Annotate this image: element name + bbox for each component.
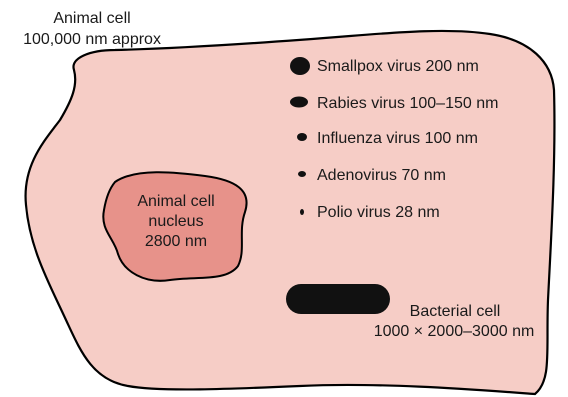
cell-size: 100,000 nm approx (23, 31, 161, 48)
virus-label-adenovirus: Adenovirus 70 nm (317, 167, 446, 184)
polio-virus-icon (300, 209, 304, 215)
smallpox-virus-icon (290, 57, 310, 75)
virus-label-smallpox: Smallpox virus 200 nm (317, 58, 479, 75)
bacterial-cell-label-line1: Bacterial cell (410, 303, 501, 320)
cell-title: Animal cell (53, 10, 130, 27)
virus-label-rabies: Rabies virus 100–150 nm (317, 95, 498, 112)
virus-label-polio: Polio virus 28 nm (317, 204, 440, 221)
influenza-virus-icon (297, 133, 307, 141)
virus-label-influenza: Influenza virus 100 nm (317, 130, 478, 147)
bacterial-cell-icon (286, 284, 390, 314)
bacterial-cell-label-line2: 1000 × 2000–3000 nm (374, 323, 535, 340)
rabies-virus-icon (290, 97, 308, 108)
adenovirus-icon (298, 171, 306, 177)
nucleus-label-line3: 2800 nm (145, 233, 207, 250)
nucleus-label-line1: Animal cell (137, 193, 214, 210)
nucleus-label-line2: nucleus (148, 213, 203, 230)
